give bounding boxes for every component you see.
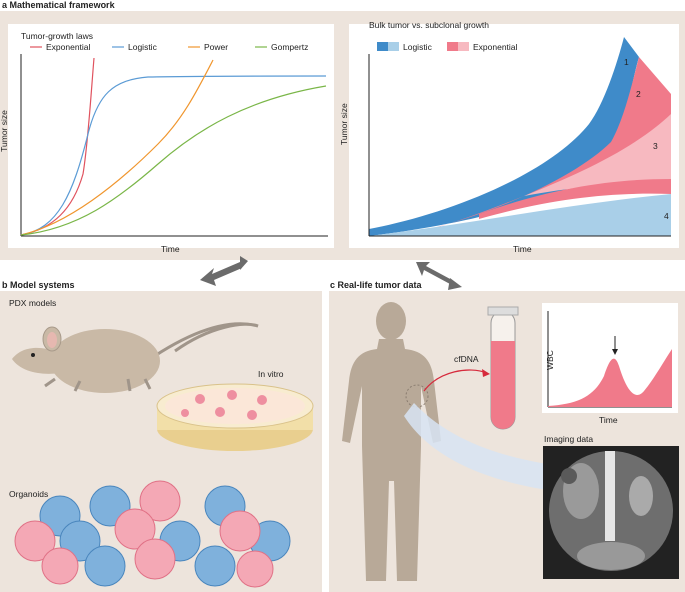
blue-cell [194,545,236,587]
cell-colony [257,395,267,405]
legend-exponential-label: Exponential [473,42,518,52]
panel-a-heading: Mathematical framework [9,0,115,10]
legend-logistic-dark-swatch [377,42,388,51]
mouse-icon [12,322,259,393]
model-systems-illustration [12,322,314,588]
panel-b-title: b Model systems [2,280,75,290]
torso-and-limbs [342,339,441,581]
pink-cell [41,547,79,585]
clone-4-label: 4 [664,211,669,221]
mouse-body [50,329,160,393]
panel-c-title: c Real-life tumor data [330,280,422,290]
legend-logistic-label: Logistic [128,42,157,52]
mouse-ear-inner [47,332,57,348]
panel-a-letter: a [2,0,8,10]
wbc-xlabel: Time [599,415,618,425]
petri-dish-icon [156,383,314,451]
pink-cell [14,520,56,562]
head [376,302,406,340]
wbc-curve-area [548,349,672,407]
gompertz-curve [20,85,327,236]
arrow-a-to-b [200,262,242,286]
panel-c-heading: Real-life tumor data [337,280,422,290]
arrow-a-to-c [416,262,452,284]
pink-cell [236,550,274,588]
ct-scan-image [543,446,679,579]
ct-lesion [561,468,577,484]
clone-1-label: 1 [624,57,629,67]
cell-colony [215,407,225,417]
arrow-a-to-c-head [448,278,462,290]
cell-colony [227,390,237,400]
pink-cell [134,538,176,580]
mouse-eye [31,353,35,357]
legend-exponential-label: Exponential [46,42,91,52]
ct-kidney [629,476,653,516]
organoids-label: Organoids [9,489,49,499]
clone-4-area [369,194,671,236]
growth-laws-xlabel: Time [161,244,180,254]
clone-2-area [409,57,671,234]
invitro-label: In vitro [258,369,284,379]
panel-b-letter: b [2,280,8,290]
panel-b-heading: Model systems [10,280,75,290]
panel-a-title: a Mathematical framework [2,0,115,10]
cell-colony [195,394,205,404]
pink-cell [139,480,181,522]
cfdna-label: cfDNA [454,354,479,364]
blue-cell [84,545,126,587]
legend-power-label: Power [204,42,229,52]
mouse-legs [44,377,152,392]
growth-laws-title: Tumor-growth laws [21,31,93,41]
cfdna-arrow [423,369,488,392]
growth-laws-chart: Tumor-growth laws Exponential Logistic P… [8,24,334,248]
imaging-beam [404,403,559,491]
wbc-peak-arrowhead [612,349,618,355]
mouse-tail [139,322,259,368]
wbc-ylabel: WBC [545,350,555,370]
panel-c-letter: c [330,280,336,290]
clone-3-base-band [479,179,671,219]
legend-gompertz-label: Gompertz [271,42,309,52]
pink-cell [114,508,156,550]
cell-colony [181,409,189,417]
subclonal-svg [368,37,671,237]
legend-logistic-label: Logistic [403,42,432,52]
legend-exponential-light-swatch [458,42,469,51]
tube-cap [487,306,519,316]
arrow-a-to-b-head [240,256,248,270]
imaging-label: Imaging data [544,434,594,444]
legend-exponential-dark-swatch [447,42,458,51]
blood-tube-icon [487,306,519,430]
tube-blood [491,341,515,429]
legend-logistic-light-swatch [388,42,399,51]
subclonal-xlabel: Time [513,244,532,254]
logistic-curve [20,75,327,236]
ct-spine [605,451,615,541]
cell-colony [247,410,257,420]
ct-pelvis [577,542,645,570]
pink-cell [219,510,261,552]
organoid-cluster-icon [14,480,291,588]
real-life-illustration [342,302,679,581]
clone-3-area [524,114,671,196]
clone-2-label: 2 [636,89,641,99]
growth-laws-svg [20,46,328,237]
mouse-head [12,347,60,374]
power-curve [20,59,214,236]
subclonal-chart: Bulk tumor vs. subclonal growth Logistic… [349,20,679,248]
pdx-label: PDX models [9,298,57,308]
cfdna-arrowhead [482,369,490,377]
subclonal-title: Bulk tumor vs. subclonal growth [369,20,489,30]
clone-3-label: 3 [653,141,658,151]
exponential-curve [20,57,95,236]
human-body-icon [342,302,441,581]
